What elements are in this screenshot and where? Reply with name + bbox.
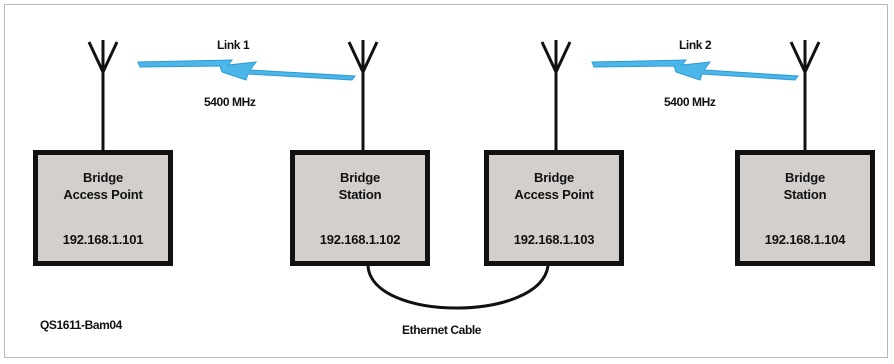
device-ip: 192.168.1.104 — [764, 232, 846, 247]
device-name-line1: Bridge — [83, 170, 123, 185]
device-name-line2: Station — [338, 187, 382, 202]
device-name: Bridge Access Point — [38, 169, 168, 203]
wireless-link-1 — [137, 59, 356, 81]
ethernet-cable — [366, 265, 550, 310]
diagram-frame — [4, 4, 888, 358]
device-name: Bridge Station — [740, 169, 870, 203]
antenna-2 — [347, 40, 379, 150]
wireless-link-2 — [591, 59, 799, 81]
device-name: Bridge Station — [295, 169, 425, 203]
antenna-3 — [540, 40, 572, 150]
device-name-line1: Bridge — [534, 170, 574, 185]
ethernet-cable-label: Ethernet Cable — [402, 323, 482, 337]
device-access-point-2: Bridge Access Point 192.168.1.103 — [484, 150, 624, 266]
device-ip: 192.168.1.102 — [319, 232, 401, 247]
device-ip: 192.168.1.101 — [62, 232, 144, 247]
device-name-line2: Station — [783, 187, 827, 202]
link-1-frequency: 5400 MHz — [204, 95, 256, 109]
antenna-4 — [789, 40, 821, 150]
device-name-line1: Bridge — [340, 170, 380, 185]
link-2-frequency: 5400 MHz — [664, 95, 716, 109]
antenna-1 — [87, 40, 119, 150]
device-access-point-1: Bridge Access Point 192.168.1.101 — [33, 150, 173, 266]
link-1-label: Link 1 — [217, 38, 250, 52]
figure-id: QS1611-Bam04 — [40, 318, 122, 332]
device-name-line1: Bridge — [785, 170, 825, 185]
device-name-line2: Access Point — [514, 187, 594, 202]
device-station-1: Bridge Station 192.168.1.102 — [290, 150, 430, 266]
device-name-line2: Access Point — [63, 187, 143, 202]
device-ip: 192.168.1.103 — [513, 232, 595, 247]
link-2-label: Link 2 — [679, 38, 712, 52]
device-name: Bridge Access Point — [489, 169, 619, 203]
device-station-2: Bridge Station 192.168.1.104 — [735, 150, 875, 266]
